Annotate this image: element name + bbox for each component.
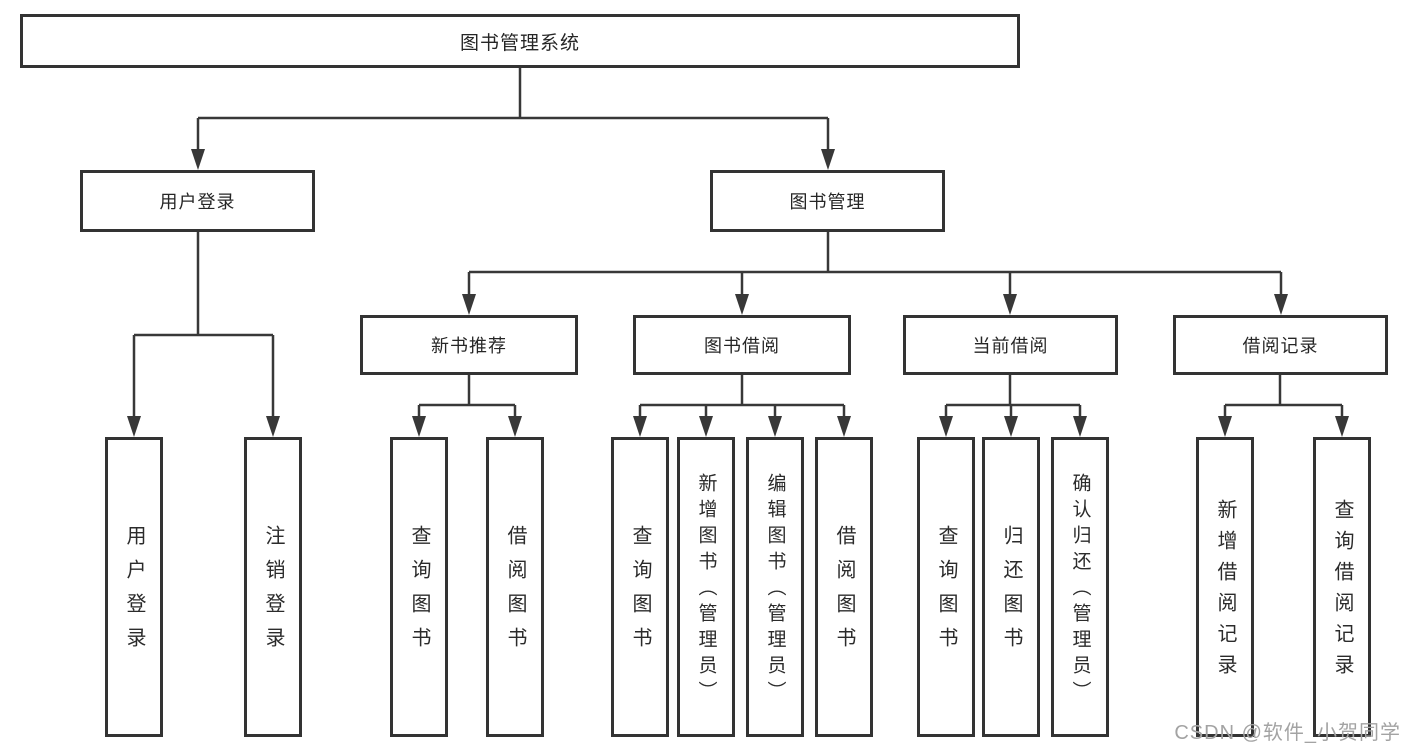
leaf-query-books-borrow: 查询图书 — [611, 437, 669, 737]
leaf-query-books-borrow-label: 查询图书 — [629, 525, 651, 661]
leaf-query-borrow-record: 查询借阅记录 — [1313, 437, 1371, 737]
node-new-book-recommend-label: 新书推荐 — [431, 336, 507, 356]
node-root-system: 图书管理系统 — [20, 14, 1020, 68]
leaf-add-borrow-record-label: 新增借阅记录 — [1214, 498, 1236, 685]
leaf-borrow-books-label: 借阅图书 — [833, 525, 855, 661]
leaf-edit-books-admin-label: 编辑图书（管理员） — [764, 473, 786, 707]
node-current-borrow-label: 当前借阅 — [972, 336, 1049, 356]
leaf-query-books-recommend: 查询图书 — [390, 437, 448, 737]
node-current-borrow: 当前借阅 — [903, 315, 1118, 375]
leaf-logout: 注销登录 — [244, 437, 302, 737]
leaf-borrow-books-recommend: 借阅图书 — [486, 437, 544, 737]
leaf-confirm-return-admin-label: 确认归还（管理员） — [1069, 473, 1091, 707]
leaf-borrow-books: 借阅图书 — [815, 437, 873, 737]
leaf-return-books: 归还图书 — [982, 437, 1040, 737]
node-root-label: 图书管理系统 — [459, 32, 580, 54]
leaf-query-borrow-record-label: 查询借阅记录 — [1331, 498, 1353, 685]
csdn-watermark: CSDN @软件_小贺同学 — [1174, 722, 1401, 744]
leaf-query-books-current: 查询图书 — [917, 437, 975, 737]
node-book-management: 图书管理 — [710, 170, 945, 232]
leaf-query-books-current-label: 查询图书 — [935, 525, 957, 661]
leaf-add-books-admin: 新增图书（管理员） — [677, 437, 735, 737]
node-book-management-label: 图书管理 — [789, 192, 866, 212]
node-user-login-label: 用户登录 — [159, 192, 236, 212]
leaf-user-login-label: 用户登录 — [123, 525, 145, 661]
node-book-borrow-label: 图书借阅 — [704, 336, 780, 356]
leaf-add-books-admin-label: 新增图书（管理员） — [695, 473, 717, 707]
leaf-edit-books-admin: 编辑图书（管理员） — [746, 437, 804, 737]
node-book-borrow: 图书借阅 — [633, 315, 851, 375]
leaf-query-books-recommend-label: 查询图书 — [408, 525, 430, 661]
leaf-add-borrow-record: 新增借阅记录 — [1196, 437, 1254, 737]
node-new-book-recommend: 新书推荐 — [360, 315, 578, 375]
leaf-confirm-return-admin: 确认归还（管理员） — [1051, 437, 1109, 737]
leaf-borrow-books-recommend-label: 借阅图书 — [504, 525, 526, 661]
leaf-logout-label: 注销登录 — [262, 525, 284, 661]
leaf-user-login: 用户登录 — [105, 437, 163, 737]
node-borrow-records: 借阅记录 — [1173, 315, 1388, 375]
node-user-login: 用户登录 — [80, 170, 315, 232]
leaf-return-books-label: 归还图书 — [1000, 525, 1022, 661]
node-borrow-records-label: 借阅记录 — [1242, 336, 1319, 356]
